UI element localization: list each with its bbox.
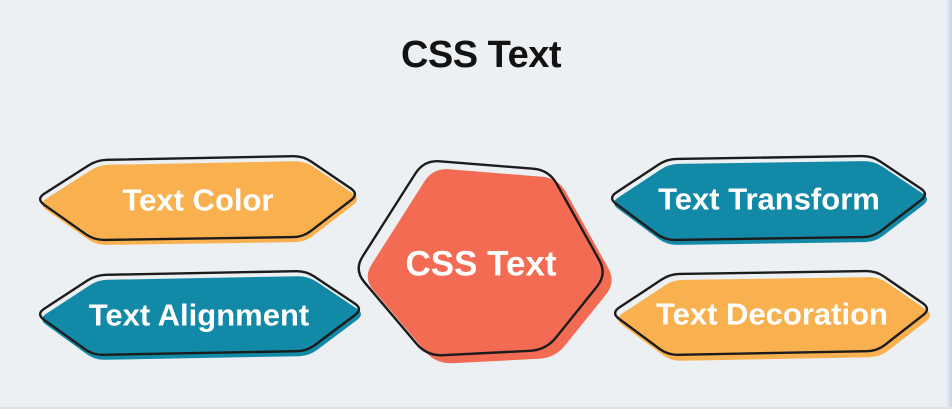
node-text-decoration: Text Decoration (613, 269, 930, 361)
node-text-decoration-outline (613, 269, 929, 357)
node-text-decoration-fill (618, 277, 930, 361)
node-text-alignment-label: Text Alignment (89, 298, 309, 333)
node-text-color: Text Color (38, 154, 357, 245)
node-center-hexagon: CSS Text (357, 160, 612, 364)
node-text-color-label: Text Color (123, 183, 274, 218)
node-text-transform-outline (610, 154, 927, 242)
center-hexagon-fill (367, 169, 612, 364)
node-text-alignment-outline (38, 269, 361, 357)
node-text-alignment-fill (42, 276, 361, 360)
center-hexagon-outline (357, 160, 604, 357)
node-text-alignment: Text Alignment (38, 269, 361, 360)
page-title: CSS Text (401, 34, 562, 76)
center-hexagon-label: CSS Text (405, 245, 556, 284)
node-text-transform: Text Transform (610, 154, 927, 245)
node-text-transform-label: Text Transform (658, 182, 880, 217)
node-text-transform-fill (614, 161, 927, 245)
node-text-color-fill (42, 161, 357, 245)
node-text-color-outline (38, 154, 357, 242)
node-text-decoration-label: Text Decoration (656, 297, 888, 332)
